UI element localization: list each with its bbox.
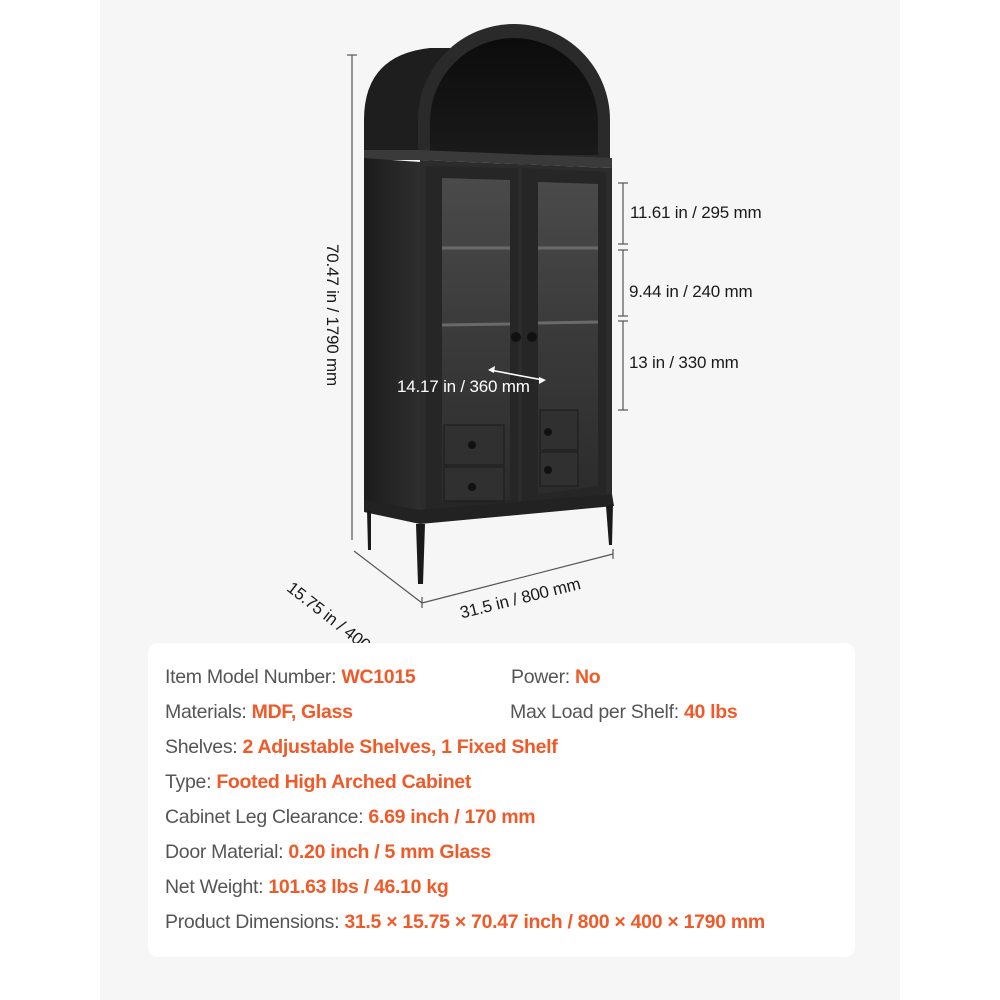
spec-type: Type: Footed High Arched Cabinet bbox=[165, 771, 471, 794]
spec-value: 2 Adjustable Shelves, 1 Fixed Shelf bbox=[242, 736, 558, 758]
spec-value: Footed High Arched Cabinet bbox=[216, 771, 472, 793]
spec-power: Power: No bbox=[511, 666, 601, 689]
spec-materials: Materials: MDF, Glass bbox=[165, 701, 353, 724]
spec-label: Materials: bbox=[165, 701, 252, 723]
spec-label: Cabinet Leg Clearance: bbox=[165, 806, 369, 828]
spec-value: 6.69 inch / 170 mm bbox=[368, 806, 536, 828]
spec-value: 0.20 inch / 5 mm Glass bbox=[288, 841, 491, 863]
spec-label: Item Model Number: bbox=[165, 666, 342, 688]
spec-label: Type: bbox=[165, 771, 217, 793]
spec-value: WC1015 bbox=[341, 666, 416, 688]
spec-label: Max Load per Shelf: bbox=[510, 701, 684, 723]
spec-dimensions: Product Dimensions: 31.5 × 15.75 × 70.47… bbox=[165, 911, 765, 934]
spec-door-material: Door Material: 0.20 inch / 5 mm Glass bbox=[165, 841, 491, 864]
cabinet-illustration bbox=[347, 24, 628, 608]
spec-label: Net Weight: bbox=[165, 876, 269, 898]
shelf-bottom-dimension-label: 13 in / 330 mm bbox=[629, 353, 739, 372]
spec-net-weight: Net Weight: 101.63 lbs / 46.10 kg bbox=[165, 876, 449, 899]
spec-model: Item Model Number: WC1015 bbox=[165, 666, 416, 689]
inner-width-dimension-label: 14.17 in / 360 mm bbox=[397, 377, 530, 396]
spec-value: 31.5 × 15.75 × 70.47 inch / 800 × 400 × … bbox=[344, 911, 765, 933]
spec-label: Power: bbox=[511, 666, 576, 688]
spec-value: 40 lbs bbox=[683, 701, 738, 723]
spec-label: Door Material: bbox=[165, 841, 289, 863]
spec-value: No bbox=[575, 666, 601, 688]
spec-leg-clearance: Cabinet Leg Clearance: 6.69 inch / 170 m… bbox=[165, 806, 536, 829]
spec-shelves: Shelves: 2 Adjustable Shelves, 1 Fixed S… bbox=[165, 736, 558, 759]
spec-label: Product Dimensions: bbox=[165, 911, 345, 933]
height-dimension-label: 70.47 in / 1790 mm bbox=[323, 244, 342, 386]
spec-label: Shelves: bbox=[165, 736, 243, 758]
spec-value: 101.63 lbs / 46.10 kg bbox=[268, 876, 449, 898]
specs-card: Item Model Number: WC1015 Power: No Mate… bbox=[148, 643, 855, 957]
shelf-top-dimension-label: 11.61 in / 295 mm bbox=[630, 203, 762, 222]
shelf-middle-dimension-label: 9.44 in / 240 mm bbox=[629, 282, 753, 301]
spec-max-load: Max Load per Shelf: 40 lbs bbox=[510, 701, 738, 724]
spec-value: MDF, Glass bbox=[251, 701, 353, 723]
